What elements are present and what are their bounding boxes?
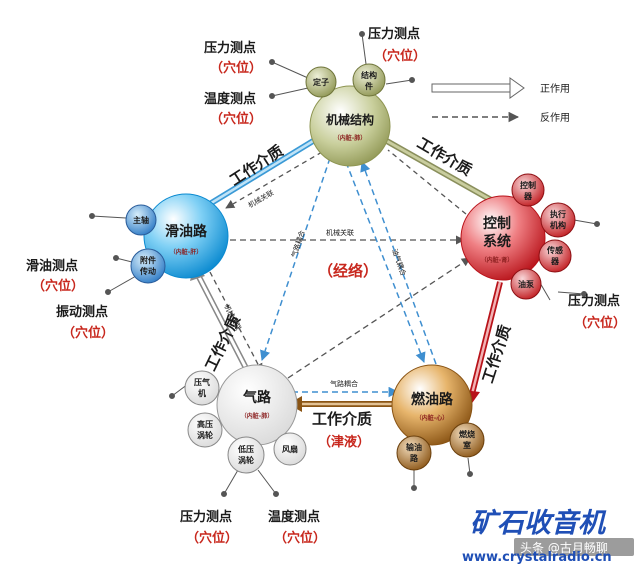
node-lubrication: 滑油路 （内脏-肝） 主轴 附件 传动 [125, 193, 229, 284]
control-pressure-label: 压力测点 [568, 293, 620, 309]
struct-pressure-acupoint: （穴位） [374, 48, 426, 64]
fuel-title: 燃油路 [411, 391, 454, 408]
watermark-url: www.crystalradio.cn [462, 550, 612, 565]
spindle-label: 主轴 [133, 215, 149, 225]
structure-label-2: 件 [365, 81, 373, 91]
sensor-labels: 压力测点 （穴位） 温度测点 （穴位） 压力测点 （穴位） 滑油测点 （穴位） … [26, 26, 626, 546]
actuator-label-2: 机构 [550, 220, 566, 230]
lube-oil-label: 滑油测点 [26, 258, 78, 274]
node-fuel: 燃油路 （内脏-心） 输油 路 燃烧 室 [391, 364, 485, 471]
watermark-brand: 矿石收音机 [470, 508, 607, 539]
vibration-acupoint: （穴位） [62, 325, 114, 341]
gas-temperature-acupoint: （穴位） [274, 530, 326, 546]
vibration-label: 振动测点 [56, 304, 108, 320]
hpt-label-1: 高压 [197, 419, 213, 429]
coupling-mech-fuel: 油气耦合 [390, 248, 408, 277]
working-medium-arrows [190, 131, 512, 412]
accessory-label-1: 附件 [140, 255, 156, 265]
legend-positive-arrow [431, 77, 525, 99]
structure-label-1: 结构 [361, 70, 377, 80]
fuel-line-circle [396, 435, 432, 471]
coupling-labels: 机械关联 机械关联 机械关联 气路耦合 油气耦合 气路耦合 [222, 188, 408, 388]
coupling-mech-lube: 机械关联 [247, 188, 276, 210]
control-sub: （内脏-肾） [481, 256, 514, 264]
body-fluid-label: （津液） [318, 434, 370, 450]
struct-pressure-label: 压力测点 [368, 26, 420, 42]
gas-pressure-acupoint: （穴位） [186, 530, 238, 546]
medium-fuel-gas: 工作介质 [312, 410, 372, 428]
lubrication-sub: （内脏-肝） [170, 248, 203, 256]
sensor-device-label-1: 传感 [546, 245, 563, 255]
stator-circle [305, 66, 337, 98]
mech-pressure-label: 压力测点 [204, 40, 256, 56]
lube-oil-acupoint: （穴位） [32, 278, 84, 294]
mechanical-circle [309, 85, 391, 167]
legend-reverse-label: 反作用 [540, 112, 570, 124]
reverse-arrows [209, 149, 471, 398]
pump-circle [510, 268, 542, 300]
pump-label: 油泵 [518, 279, 534, 289]
fuel-circle [391, 364, 473, 446]
lpt-label-2: 涡轮 [238, 455, 254, 465]
lpt-circle [227, 436, 265, 474]
hpt-circle [187, 412, 223, 448]
accessory-label-2: 传动 [139, 266, 156, 276]
lpt-label-1: 低压 [237, 444, 254, 454]
node-mechanical: 机械结构 （内脏-肺） 定子 结构 件 [305, 63, 391, 167]
gas-title: 气路 [242, 389, 272, 406]
control-pressure-acupoint: （穴位） [574, 315, 626, 331]
control-circle [460, 195, 546, 281]
mech-pressure-acupoint: （穴位） [210, 60, 262, 76]
meridian-label: （经络） [318, 262, 378, 280]
coupling-gas-fuel: 气路耦合 [330, 379, 358, 388]
accessory-circle [130, 248, 166, 284]
controller-circle [511, 173, 545, 207]
combustor-circle [449, 422, 485, 458]
mechanical-sub: （内脏-肺） [334, 134, 367, 142]
gas-pressure-label: 压力测点 [180, 509, 232, 525]
structure-circle [352, 63, 386, 97]
spindle-circle [125, 204, 157, 236]
sensor-circle [538, 239, 572, 273]
fan-label: 风扇 [282, 444, 298, 454]
gas-temperature-label: 温度测点 [268, 509, 320, 525]
combustor-label-1: 燃烧 [459, 429, 475, 439]
fuel-sub: （内脏-心） [416, 414, 449, 422]
stator-label: 定子 [312, 77, 329, 87]
lubrication-circle [143, 193, 229, 279]
mech-temperature-label: 温度测点 [204, 91, 256, 107]
fuel-line-label-2: 路 [410, 453, 419, 463]
controller-label-2: 器 [523, 192, 533, 201]
sensor-device-label-2: 器 [550, 257, 560, 266]
gas-sub: （内脏-肺） [241, 412, 274, 420]
compressor-label-1: 压气 [194, 377, 210, 387]
fan-circle [273, 432, 307, 466]
actuator-circle [540, 202, 576, 238]
legend: 正作用 反作用 [431, 77, 570, 124]
coupling-mech-gas: 气路耦合 [289, 229, 306, 258]
control-title-1: 控制 [483, 215, 511, 232]
mech-temperature-acupoint: （穴位） [210, 111, 262, 127]
hpt-label-2: 涡轮 [197, 430, 213, 440]
compressor-circle [184, 370, 220, 406]
legend-positive-label: 正作用 [540, 83, 570, 95]
node-control: 控制 系统 （内脏-肾） 控制 器 执行 机构 传感 器 油泵 [460, 173, 576, 300]
fuel-line-label-1: 输油 [406, 442, 422, 452]
control-title-2: 系统 [483, 233, 511, 250]
watermark: 矿石收音机 头条 @古月畅聊 www.crystalradio.cn [462, 508, 634, 565]
controller-label-1: 控制 [520, 180, 536, 190]
combustor-label-2: 室 [463, 440, 471, 450]
compressor-label-2: 机 [198, 388, 206, 398]
actuator-label-1: 执行 [550, 209, 566, 219]
mechanical-title: 机械结构 [326, 112, 374, 127]
coupling-lube-control: 机械关联 [326, 228, 354, 237]
node-gas: 气路 （内脏-肺） 压气 机 高压 涡轮 低压 涡轮 风扇 [184, 364, 307, 474]
lubrication-title: 滑油路 [165, 223, 208, 240]
watermark-source: 头条 @古月畅聊 [520, 540, 608, 555]
